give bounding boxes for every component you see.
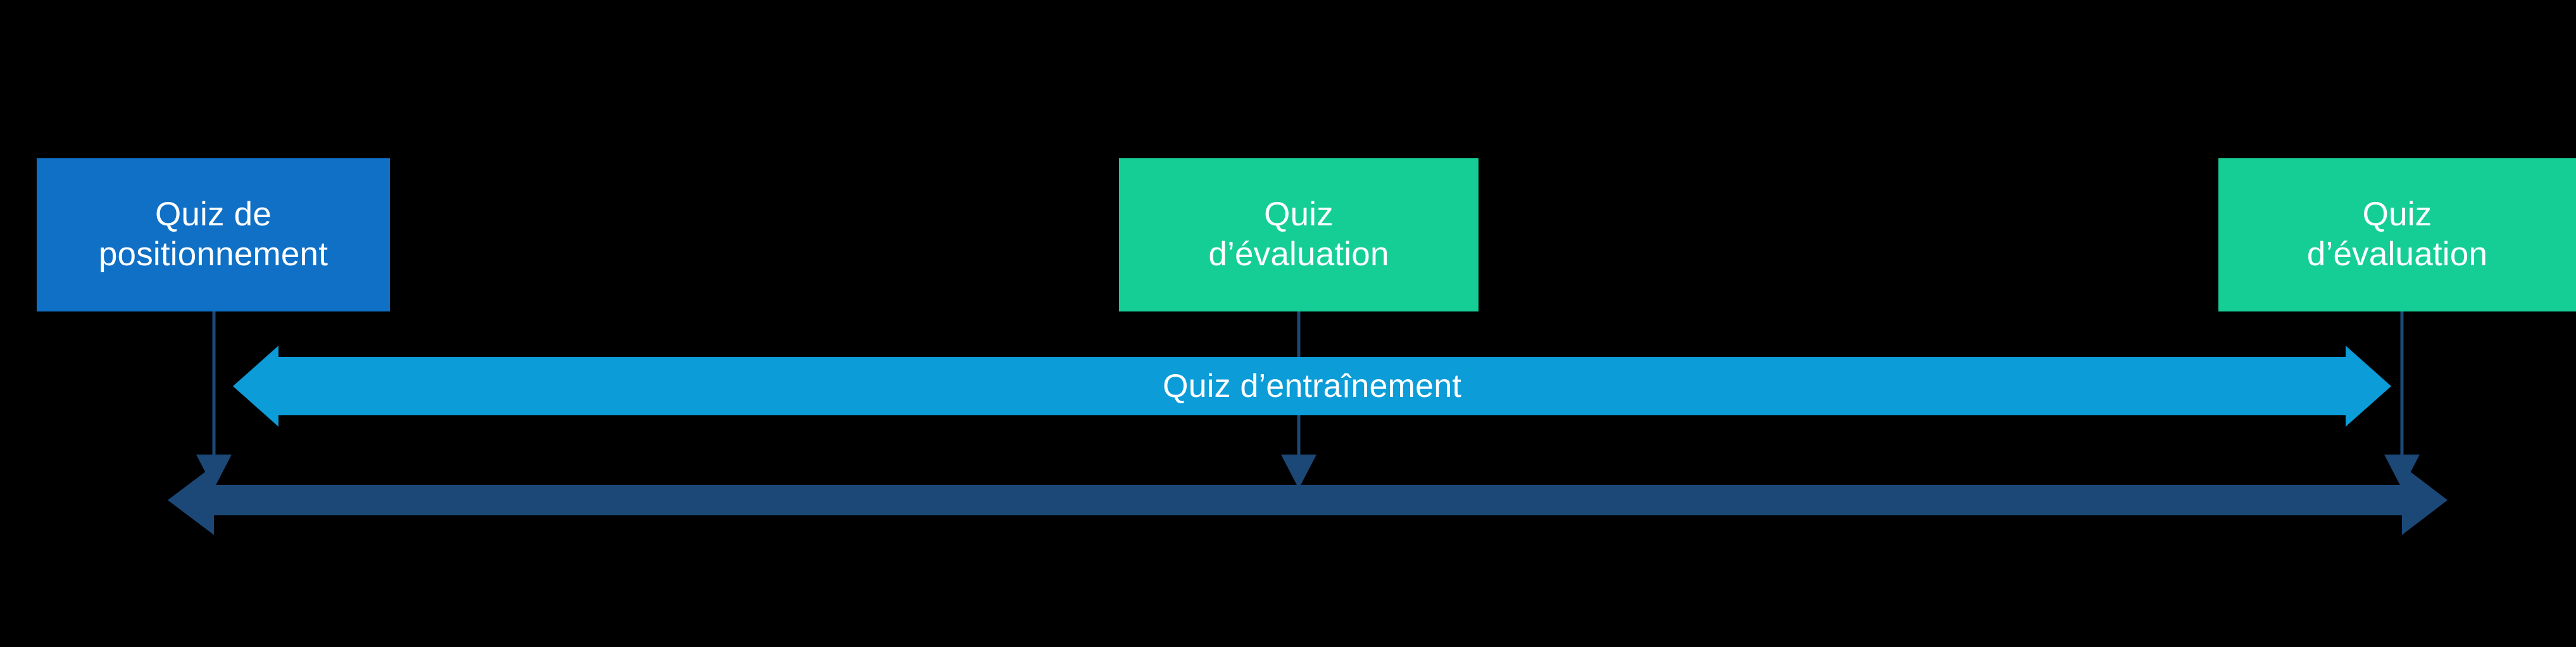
training-arrow-shape (233, 346, 2391, 427)
milestone-box-quiz-evaluation-milieu[interactable]: Quiz d’évaluation (1119, 158, 1479, 311)
milestone-label-quiz-evaluation-fin: Quiz d’évaluation (2306, 196, 2488, 273)
training-arrow-label: Quiz d’entraînement (1162, 368, 1462, 405)
milestone-label-quiz-evaluation-milieu: Quiz d’évaluation (1208, 196, 1389, 273)
milestone-label-quiz-de-positionnement: Quiz de positionnement (98, 196, 328, 273)
connector-positionnement (196, 311, 232, 489)
training-arrow-band: Quiz d’entraînement (233, 346, 2391, 427)
milestone-box-quiz-evaluation-fin[interactable]: Quiz d’évaluation (2218, 158, 2576, 311)
milestone-box-quiz-de-positionnement[interactable]: Quiz de positionnement (37, 158, 390, 311)
